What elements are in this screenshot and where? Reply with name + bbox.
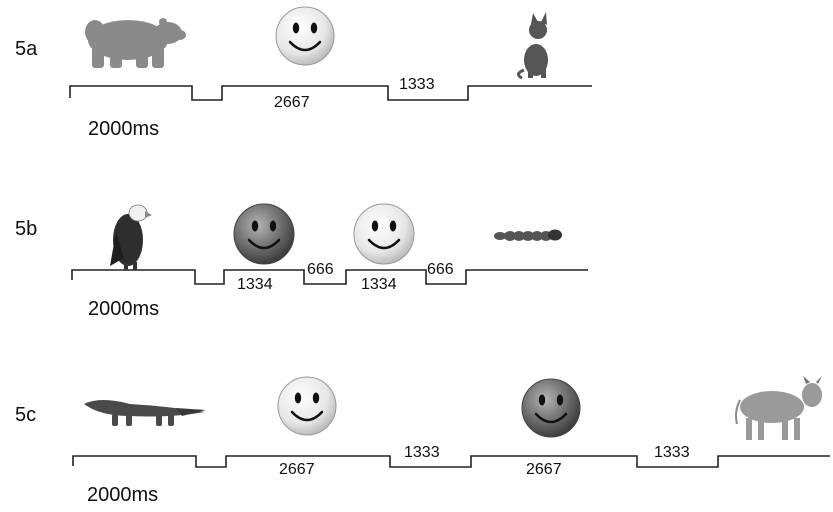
- eagle-image: [110, 204, 152, 270]
- row-label-5c: 5c: [15, 404, 37, 426]
- smiley-face-light-5c: [277, 376, 337, 436]
- row-label-5a: 5a: [15, 38, 38, 60]
- smiley-face-light-5a: [275, 6, 335, 66]
- smiley-face-dark-5c: [521, 378, 581, 438]
- timeline-5a: [69, 85, 592, 101]
- duration-label-5b-2: 666: [307, 261, 334, 278]
- smiley-face-dark-5b: [233, 203, 295, 265]
- baseline-duration-5c: 2000ms: [87, 484, 159, 506]
- duration-label-5b-3: 1334: [361, 276, 397, 293]
- cow-image: [735, 376, 822, 440]
- smiley-face-light-5b: [353, 203, 415, 265]
- duration-label-5c-2: 1333: [404, 444, 440, 461]
- duration-label-5a-2: 1333: [399, 76, 435, 93]
- duration-label-5c-1: 2667: [279, 461, 315, 478]
- duration-label-5a-1: 2667: [274, 94, 310, 111]
- timeline-5b: [71, 269, 588, 285]
- bear-image: [85, 18, 186, 68]
- duration-label-5c-3: 2667: [526, 461, 562, 478]
- caterpillar-image: [494, 229, 562, 241]
- cat-image: [517, 12, 548, 80]
- duration-label-5b-1: 1334: [237, 276, 273, 293]
- alligator-image: [84, 400, 206, 426]
- timeline-5c: [72, 455, 830, 468]
- baseline-duration-5b: 2000ms: [88, 298, 160, 320]
- baseline-duration-5a: 2000ms: [88, 118, 160, 140]
- row-label-5b: 5b: [15, 218, 38, 240]
- duration-label-5c-4: 1333: [654, 444, 690, 461]
- duration-label-5b-4: 666: [427, 261, 454, 278]
